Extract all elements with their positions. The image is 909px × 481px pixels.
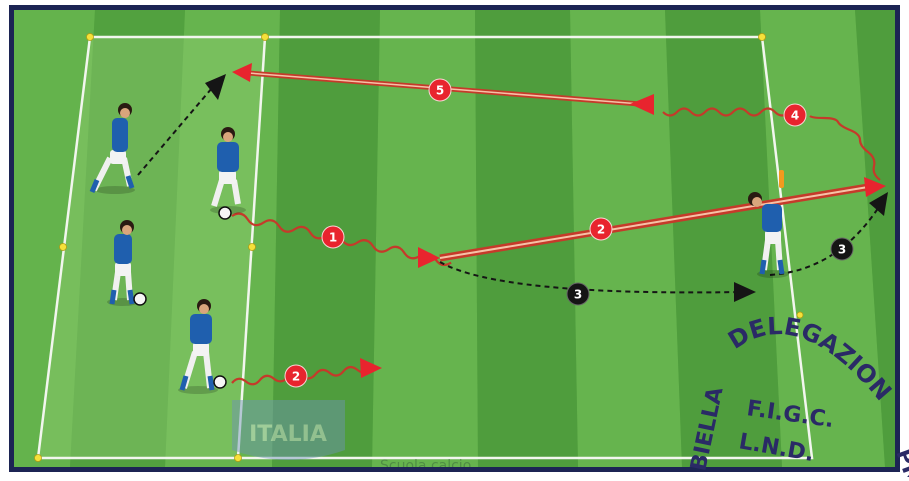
marker-4: 4 [784, 104, 806, 126]
marker-2: 2 [590, 218, 612, 240]
svg-text:1: 1 [329, 231, 337, 245]
italia-logo: ITALIA [232, 400, 345, 460]
marker-2b: 2 [285, 365, 307, 387]
svg-text:4: 4 [791, 109, 799, 123]
logo-text: ITALIA [249, 422, 327, 447]
marker-1: 1 [322, 226, 344, 248]
svg-text:3: 3 [838, 243, 846, 257]
pole [779, 170, 784, 188]
svg-text:3: 3 [574, 288, 582, 302]
marker-3a: 3 [567, 283, 589, 305]
svg-text:2: 2 [597, 223, 605, 237]
svg-text:2: 2 [292, 370, 300, 384]
svg-text:5: 5 [436, 84, 444, 98]
marker-5: 5 [429, 79, 451, 101]
marker-3b: 3 [831, 238, 853, 260]
